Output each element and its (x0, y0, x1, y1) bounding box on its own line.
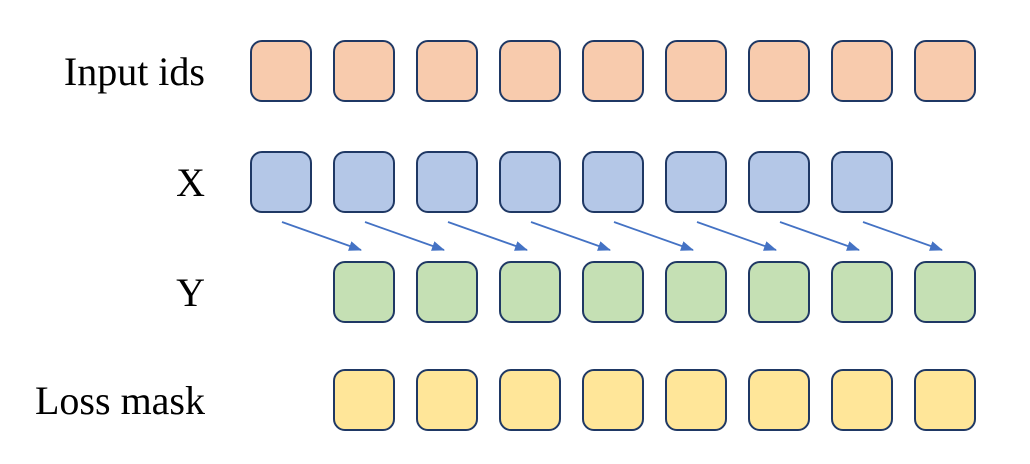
y-square-3 (582, 261, 644, 323)
y-square-7 (914, 261, 976, 323)
loss-mask-square-4 (665, 369, 727, 431)
x-square-2 (416, 151, 478, 213)
shift-arrow-6 (779, 221, 860, 251)
row-squares-x (0, 151, 1030, 214)
input-ids-square-0 (250, 40, 312, 102)
row-squares-loss-mask (0, 369, 1030, 432)
input-ids-square-7 (831, 40, 893, 102)
input-ids-square-1 (333, 40, 395, 102)
shift-arrow-1 (364, 221, 445, 251)
x-square-1 (333, 151, 395, 213)
x-square-0 (250, 151, 312, 213)
row-label-loss-mask: Loss mask (35, 378, 205, 423)
loss-mask-square-5 (748, 369, 810, 431)
y-square-2 (499, 261, 561, 323)
shift-arrow-4 (613, 221, 694, 251)
input-ids-square-4 (582, 40, 644, 102)
loss-mask-square-6 (831, 369, 893, 431)
y-square-0 (333, 261, 395, 323)
x-square-4 (582, 151, 644, 213)
loss-mask-square-7 (914, 369, 976, 431)
shift-arrow-0 (281, 221, 362, 251)
loss-mask-square-1 (416, 369, 478, 431)
row-label-input-ids: Input ids (63, 49, 205, 94)
input-ids-square-5 (665, 40, 727, 102)
y-square-5 (748, 261, 810, 323)
shift-arrow-7 (862, 221, 943, 251)
input-ids-square-3 (499, 40, 561, 102)
y-square-1 (416, 261, 478, 323)
loss-mask-square-2 (499, 369, 561, 431)
y-square-4 (665, 261, 727, 323)
x-square-6 (748, 151, 810, 213)
shift-arrow-5 (696, 221, 777, 251)
y-square-6 (831, 261, 893, 323)
row-label-x: X (176, 160, 205, 205)
row-squares-y (0, 261, 1030, 324)
row-squares-input-ids (0, 40, 1030, 103)
shift-arrow-2 (447, 221, 528, 251)
x-square-3 (499, 151, 561, 213)
row-label-y: Y (176, 270, 205, 315)
input-ids-square-6 (748, 40, 810, 102)
input-ids-square-8 (914, 40, 976, 102)
shift-arrow-3 (530, 221, 611, 251)
loss-mask-square-0 (333, 369, 395, 431)
x-square-5 (665, 151, 727, 213)
x-square-7 (831, 151, 893, 213)
loss-mask-square-3 (582, 369, 644, 431)
input-ids-square-2 (416, 40, 478, 102)
